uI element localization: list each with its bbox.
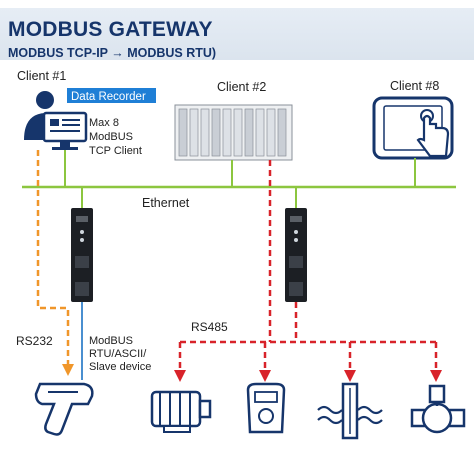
ethernet-label: Ethernet bbox=[142, 196, 190, 210]
plc-slot bbox=[244, 108, 254, 157]
plc-slot bbox=[222, 108, 232, 157]
plc-slot bbox=[211, 108, 221, 157]
gateway-module-icon bbox=[71, 208, 93, 302]
energy-meter-icon bbox=[246, 382, 286, 434]
page-title: MODBUS GATEWAY bbox=[8, 18, 213, 41]
plc-slot bbox=[266, 108, 276, 157]
slave-desc-3: Slave device bbox=[89, 361, 151, 373]
plc-slot bbox=[178, 108, 188, 157]
client1-desc-2: ModBUS bbox=[89, 131, 133, 143]
barcode-scanner-icon bbox=[34, 382, 94, 436]
gateway-module-icon bbox=[285, 208, 307, 302]
plc-slot bbox=[255, 108, 265, 157]
plc-rack-icon bbox=[174, 104, 293, 161]
plc-slot bbox=[200, 108, 210, 157]
client1-label: Client #1 bbox=[17, 69, 66, 83]
level-sensor-icon bbox=[317, 382, 383, 440]
plc-slot bbox=[189, 108, 199, 157]
plc-slot bbox=[277, 108, 287, 157]
computer-icon bbox=[42, 111, 88, 150]
rs232-link bbox=[36, 150, 70, 372]
data-recorder-badge bbox=[67, 88, 156, 103]
rs485-drops bbox=[174, 342, 442, 382]
rs232-arrow bbox=[62, 364, 74, 376]
slave-desc-1: ModBUS bbox=[89, 335, 133, 347]
slave-desc-2: RTU/ASCII/ bbox=[89, 348, 147, 360]
rs485-label: RS485 bbox=[191, 320, 228, 334]
client2-label: Client #2 bbox=[217, 80, 266, 94]
client1-desc-3: TCP Client bbox=[89, 145, 142, 157]
rs232-label: RS232 bbox=[16, 334, 53, 348]
client8-label: Client #8 bbox=[390, 79, 439, 93]
flow-meter-icon bbox=[410, 384, 466, 434]
client1-desc-1: Max 8 bbox=[89, 117, 119, 129]
plc-slot-group bbox=[178, 108, 287, 157]
data-recorder-label: Data Recorder bbox=[71, 91, 146, 103]
touch-tablet-icon bbox=[372, 96, 454, 160]
motor-icon bbox=[150, 390, 212, 433]
plc-slot bbox=[233, 108, 243, 157]
header-banner: MODBUS GATEWAY MODBUS TCP-IP → MODBUS RT… bbox=[0, 8, 474, 60]
page-subtitle: MODBUS TCP-IP → MODBUS RTU) bbox=[8, 46, 217, 60]
